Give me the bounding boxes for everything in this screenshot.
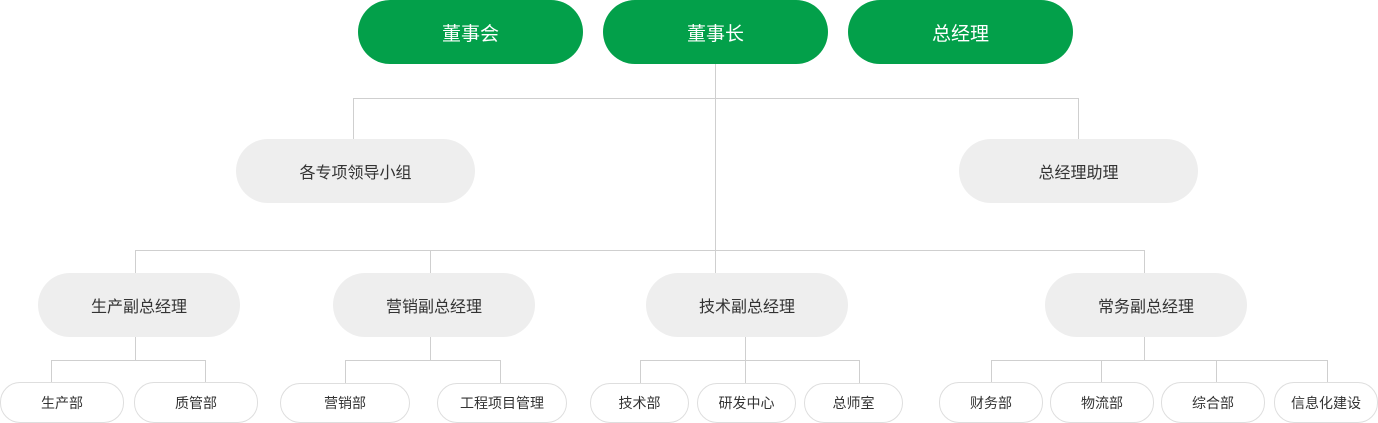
connector-project-mgmt: [500, 360, 501, 384]
connector-leaders-group: [353, 98, 354, 140]
connector-tech-dept: [640, 360, 641, 383]
connector-finance-dept: [991, 360, 992, 382]
node-gm-assistant: 总经理助理: [959, 139, 1198, 203]
connector-production-bar: [51, 360, 206, 361]
connector-vp-production: [135, 250, 136, 274]
connector-vp-marketing: [430, 250, 431, 274]
connector-marketing-bar: [345, 360, 501, 361]
node-chairman: 董事长: [603, 0, 828, 64]
connector-chairman-trunk: [715, 64, 716, 274]
connector-tech-bar: [640, 360, 860, 361]
connector-it-dept: [1327, 360, 1328, 382]
node-dept-logistics: 物流部: [1050, 382, 1154, 423]
connector-level2-bar: [353, 98, 1079, 99]
connector-operations-bar: [991, 360, 1328, 361]
connector-vp-operations: [1144, 250, 1145, 274]
node-dept-informatization: 信息化建设: [1274, 382, 1378, 423]
node-dept-finance: 财务部: [939, 382, 1043, 423]
connector-quality-dept: [205, 360, 206, 382]
connector-operations-down: [1144, 336, 1145, 360]
node-vp-technology: 技术副总经理: [646, 273, 848, 337]
connector-production-down: [135, 336, 136, 360]
node-general-manager: 总经理: [848, 0, 1073, 64]
connector-vp-bar: [135, 250, 1145, 251]
node-dept-project-management: 工程项目管理: [437, 383, 567, 423]
node-vp-production: 生产副总经理: [38, 273, 240, 337]
node-special-leaders-group: 各专项领导小组: [236, 139, 475, 203]
connector-general-dept: [1216, 360, 1217, 382]
node-vp-operations: 常务副总经理: [1045, 273, 1247, 337]
node-dept-chief-office: 总师室: [804, 383, 903, 423]
node-dept-quality: 质管部: [134, 382, 258, 423]
node-dept-rd-center: 研发中心: [697, 383, 796, 423]
node-vp-marketing: 营销副总经理: [333, 273, 535, 337]
connector-logistics-dept: [1101, 360, 1102, 382]
connector-tech-down: [745, 336, 746, 383]
connector-production-dept: [51, 360, 52, 382]
node-board: 董事会: [358, 0, 583, 64]
connector-chief-office: [859, 360, 860, 383]
connector-marketing-down: [430, 336, 431, 360]
connector-gm-assistant: [1078, 98, 1079, 140]
connector-sales-dept: [345, 360, 346, 384]
node-dept-sales: 营销部: [280, 383, 410, 423]
node-dept-technology: 技术部: [590, 383, 689, 423]
node-dept-production: 生产部: [0, 382, 124, 423]
node-dept-general-affairs: 综合部: [1161, 382, 1265, 423]
